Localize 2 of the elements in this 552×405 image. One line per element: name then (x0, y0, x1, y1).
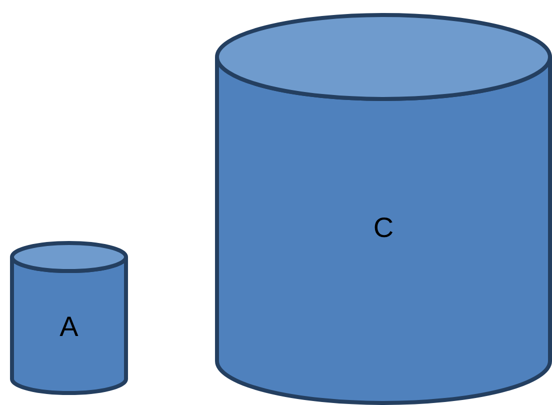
cylinder-label: C (373, 212, 394, 244)
cylinder-label: A (60, 311, 78, 343)
